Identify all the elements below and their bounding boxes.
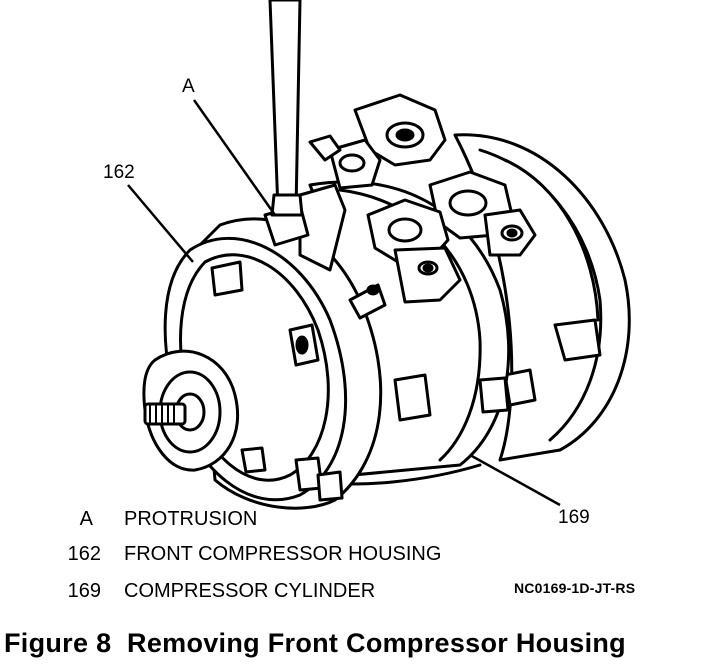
figure-caption: Figure 8 Removing Front Compressor Housi…: [4, 628, 626, 659]
leader-line-a: [192, 99, 277, 216]
leader-line-162: [127, 184, 194, 263]
callout-162: 162: [103, 162, 135, 183]
legend-text: FRONT COMPRESSOR HOUSING: [124, 543, 442, 565]
legend-key: 169: [67, 580, 101, 602]
legend-text: COMPRESSOR CYLINDER: [124, 580, 376, 602]
reference-code: NC0169-1D-JT-RS: [514, 580, 636, 596]
figure-number: Figure 8: [4, 628, 112, 658]
callout-a: A: [182, 76, 195, 97]
removal-tool: [268, 0, 304, 217]
leader-line-169: [469, 453, 561, 507]
callout-169: 169: [558, 507, 590, 528]
legend-key: 162: [67, 543, 101, 565]
front-hub-and-shaft: [142, 349, 240, 472]
legend-key: A: [79, 508, 93, 530]
figure-title: Removing Front Compressor Housing: [127, 628, 626, 658]
mounting-lugs: [308, 93, 537, 304]
legend-text: PROTRUSION: [124, 508, 258, 530]
